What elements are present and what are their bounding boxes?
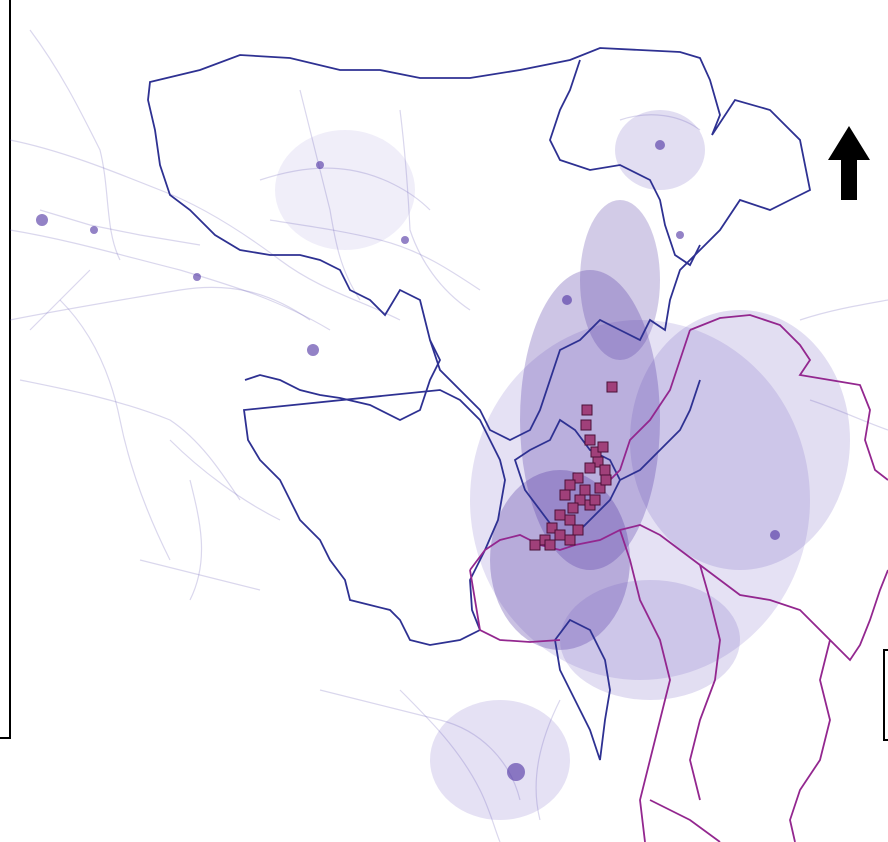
site-marker [584,462,596,474]
hub-dot [562,295,572,305]
network-line [269,219,481,291]
site-marker [559,489,571,501]
network-line [29,269,91,331]
region-west-boundary [242,339,506,646]
density-area [630,310,850,570]
hub-dot [307,344,319,356]
network-line [139,559,261,591]
site-marker [546,522,558,534]
site-marker [554,509,566,521]
site-marker [544,539,556,551]
network-line [399,109,471,311]
site-marker [564,514,576,526]
province-south-inner-boundary [689,564,721,801]
site-marker [554,529,566,541]
site-marker [572,524,584,536]
boundary-blue [147,47,812,761]
network-line [29,29,121,261]
network-line [59,299,171,561]
site-marker [529,539,541,551]
site-marker [572,472,584,484]
network-line [399,689,501,842]
site-marker [584,434,596,446]
right-inset-frame [883,649,888,741]
network-line [319,689,521,801]
site-marker [594,482,606,494]
network-line [169,439,281,521]
density-area [560,580,740,700]
site-marker [579,484,591,496]
province-west-boundary [469,569,561,643]
site-marker [567,502,579,514]
hub-dot [507,763,525,781]
left-frame-line [0,0,11,739]
density-area [430,700,570,820]
site-marker [564,479,576,491]
road-network-faint [9,29,888,842]
density-area [580,200,660,360]
region-south-boundary [554,618,611,761]
network-line [799,299,888,321]
site-marker [580,419,592,431]
network-line [619,114,701,131]
network-hubs [36,140,780,781]
site-marker [589,494,601,506]
region-northeast-boundary [549,59,701,267]
network-line [9,229,331,331]
site-marker [606,381,618,393]
hub-dot [770,530,780,540]
internal-boundary [619,379,701,481]
province-core-boundary [599,329,691,491]
network-line [299,89,361,301]
network-line [9,286,311,321]
map-frame [0,0,888,741]
hub-dot [36,214,48,226]
network-line [259,167,431,211]
site-marker [599,464,611,476]
province-internal-boundary [619,529,671,842]
site-marker [581,404,593,416]
network-density-core [275,110,850,820]
hub-dot [90,226,98,234]
hub-dot [655,140,665,150]
hub-dot [193,273,201,281]
network-line [39,209,201,246]
hub-dot [401,236,409,244]
site-marker [564,534,576,546]
province-bottom-boundary [649,799,721,842]
network-line [189,479,203,601]
density-area [275,130,415,250]
province-southeast-boundary [789,639,831,842]
network-line [809,399,888,431]
network-line [9,139,401,321]
province-east-boundary [689,314,888,481]
hub-dot [316,161,324,169]
network-line [535,699,561,821]
site-marker [600,474,612,486]
site-markers [529,381,618,551]
site-marker [597,441,609,453]
network-line [19,379,241,501]
region-north-boundary [147,47,812,442]
site-marker [592,456,604,468]
density-area [470,320,810,680]
hub-dot [676,231,684,239]
up-arrow-icon [828,126,870,200]
